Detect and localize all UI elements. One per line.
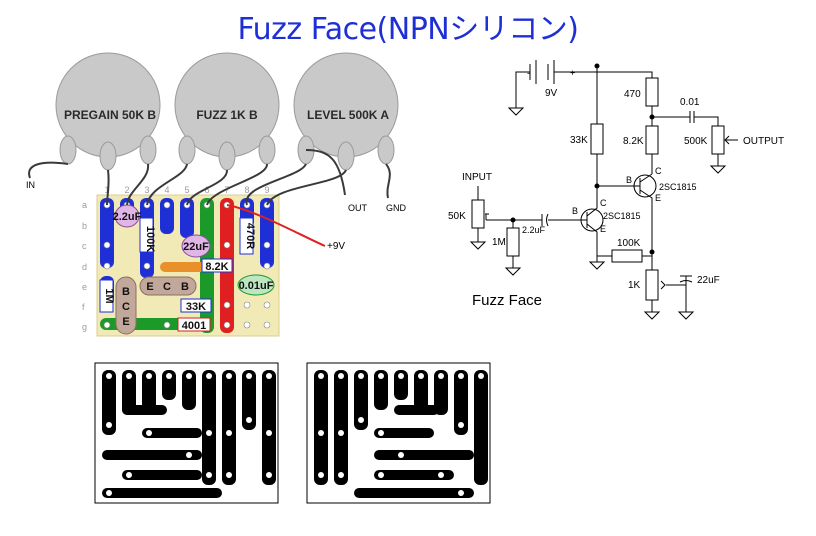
- label-q1-e: E: [600, 224, 606, 234]
- pot-label-pregain: PREGAIN 50K B: [64, 108, 156, 122]
- label-c22u: 22uF: [697, 275, 720, 286]
- pcb-pattern-left: [94, 362, 279, 504]
- t1-c: C: [122, 301, 130, 313]
- col-number: 2: [124, 185, 129, 195]
- col-number: 9: [264, 185, 269, 195]
- supply-wire: [226, 204, 326, 247]
- label-q2-b: B: [626, 175, 632, 185]
- label-r1m: 1M: [492, 237, 506, 248]
- label-input: INPUT: [462, 172, 492, 183]
- part-r-8k2: 8.2K: [205, 261, 228, 273]
- label-r50k: 50K: [448, 211, 466, 222]
- label-r500k: 500K: [684, 136, 708, 147]
- board-components: 2.2uF 100K 22uF 470R 8.2K 0.01uF 1M B C …: [99, 204, 275, 335]
- label-supply: +9V: [327, 241, 345, 252]
- row-letter: d: [82, 262, 87, 272]
- part-r-4001: 4001: [182, 320, 206, 332]
- row-letter: e: [82, 282, 87, 292]
- part-c-22u: 22uF: [183, 241, 209, 253]
- row-letter: f: [82, 302, 85, 312]
- label-q1-c: C: [600, 198, 607, 208]
- t2-c: C: [163, 281, 171, 293]
- label-in: IN: [26, 180, 35, 190]
- pot-pregain: PREGAIN 50K B: [55, 52, 161, 171]
- part-r-33k: 33K: [186, 301, 206, 313]
- t2-e: E: [146, 281, 153, 293]
- col-number: 6: [204, 185, 209, 195]
- part-c-001: 0.01uF: [239, 280, 274, 292]
- label-plus: +: [570, 68, 575, 78]
- part-r-470: 470R: [244, 223, 256, 249]
- t2-b: B: [181, 281, 189, 293]
- t1-e: E: [122, 316, 129, 328]
- col-number: 1: [104, 185, 109, 195]
- pcb-pattern-right: [306, 362, 491, 504]
- label-out: OUT: [348, 203, 368, 213]
- pot-label-fuzz: FUZZ 1K B: [196, 108, 258, 122]
- row-letter: g: [82, 322, 87, 332]
- pot-fuzz: FUZZ 1K B: [174, 52, 280, 171]
- stripboard: 1 2 3 4 5 6 7 8 9 a b c d e f g: [82, 185, 280, 337]
- col-number: 8: [244, 185, 249, 195]
- pot-label-level: LEVEL 500K A: [307, 108, 389, 122]
- label-battery: 9V: [545, 88, 558, 99]
- label-c2u2: 2.2uF: [522, 225, 546, 235]
- label-r8k2: 8.2K: [623, 136, 644, 147]
- col-number: 5: [184, 185, 189, 195]
- label-q2-e: E: [655, 193, 661, 203]
- part-r-1m: 1M: [103, 288, 115, 303]
- label-minus: -: [527, 68, 530, 78]
- part-c-2u2: 2.2uF: [113, 211, 142, 223]
- label-q2-c: C: [655, 166, 662, 176]
- label-q1-model: 2SC1815: [603, 211, 641, 221]
- pot-level: LEVEL 500K A: [293, 52, 399, 171]
- label-r470: 470: [624, 89, 641, 100]
- label-q1-b: B: [572, 206, 578, 216]
- schematic-labels: - + 9V 470 0.01 33K 8.2K 500K OUTPUT INP…: [448, 68, 784, 309]
- label-q2-model: 2SC1815: [659, 182, 697, 192]
- row-letter: b: [82, 221, 87, 231]
- col-number: 3: [144, 185, 149, 195]
- label-r1k: 1K: [628, 280, 641, 291]
- label-output: OUTPUT: [743, 136, 784, 147]
- label-r100k: 100K: [617, 238, 641, 249]
- page-title: Fuzz Face(NPNシリコン): [237, 12, 579, 47]
- label-r33k: 33K: [570, 135, 588, 146]
- label-c001: 0.01: [680, 97, 700, 108]
- label-gnd: GND: [386, 203, 407, 213]
- pot-wires: [28, 149, 391, 206]
- schematic-caption: Fuzz Face: [472, 292, 542, 309]
- col-number: 4: [164, 185, 169, 195]
- row-letter: a: [82, 200, 87, 210]
- part-r-100k: 100K: [144, 226, 156, 252]
- schematic: [469, 60, 738, 320]
- row-letter: c: [82, 241, 87, 251]
- t1-b: B: [122, 286, 130, 298]
